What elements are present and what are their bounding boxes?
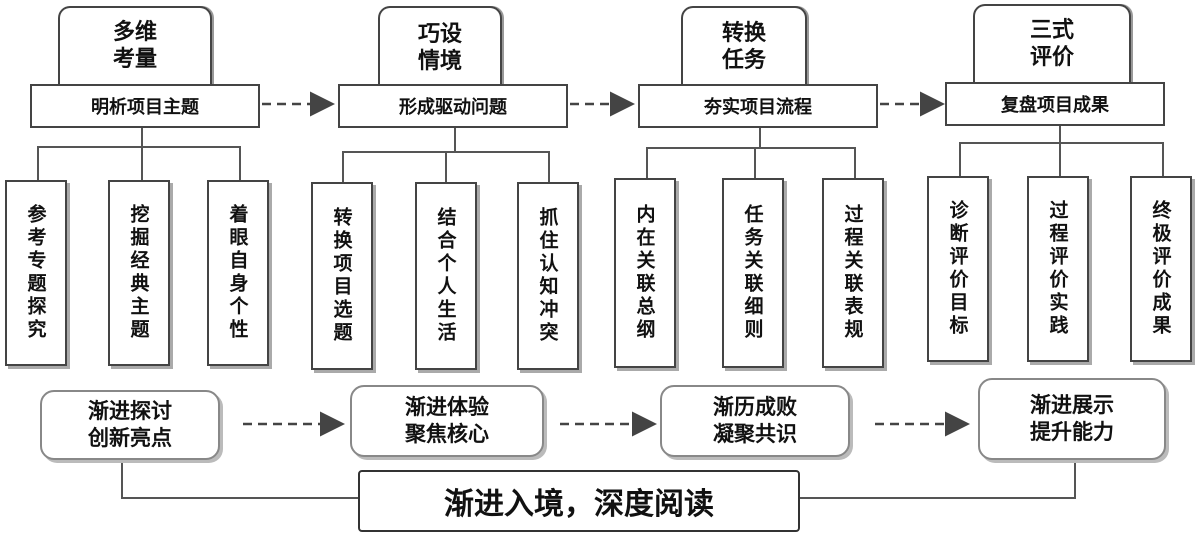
stage-2-header: 巧设 情境 — [378, 6, 502, 88]
stage-3-lower: 渐历成败 凝聚共识 — [660, 385, 850, 457]
stage-1-main: 明析项目主题 — [30, 84, 260, 128]
stage-4-sub-3: 终极评价成果 — [1130, 176, 1192, 362]
stage-3-sub-1: 内在关联总纲 — [614, 178, 676, 368]
stage-4-sub-2: 过程评价实践 — [1027, 176, 1089, 362]
stage-3-sub-2: 任务关联细则 — [722, 178, 784, 368]
stage-4-lower: 渐进展示 提升能力 — [978, 378, 1166, 460]
stage-1-header: 多维 考量 — [58, 6, 212, 84]
stage-3-main: 夯实项目流程 — [638, 84, 878, 128]
stage-1-sub-1: 参考专题探究 — [5, 180, 67, 366]
stage-1-sub-2: 挖掘经典主题 — [108, 180, 170, 366]
stage-2-sub-3: 抓住认知冲突 — [517, 182, 579, 370]
stage-1-lower: 渐进探讨 创新亮点 — [40, 390, 220, 460]
stage-4-header: 三式 评价 — [973, 4, 1131, 82]
stage-4-main: 复盘项目成果 — [945, 82, 1165, 126]
stage-3-sub-3: 过程关联表规 — [822, 178, 884, 368]
stage-2-main: 形成驱动问题 — [338, 84, 568, 128]
stage-1-sub-3: 着眼自身个性 — [207, 180, 269, 366]
stage-2-sub-2: 结合个人生活 — [415, 182, 477, 370]
stage-2-lower: 渐进体验 聚焦核心 — [350, 385, 544, 457]
bottom-banner: 渐进入境，深度阅读 — [358, 470, 800, 532]
stage-3-header: 转换 任务 — [681, 6, 807, 86]
stage-2-sub-1: 转换项目选题 — [311, 182, 373, 370]
stage-4-sub-1: 诊断评价目标 — [927, 176, 989, 362]
